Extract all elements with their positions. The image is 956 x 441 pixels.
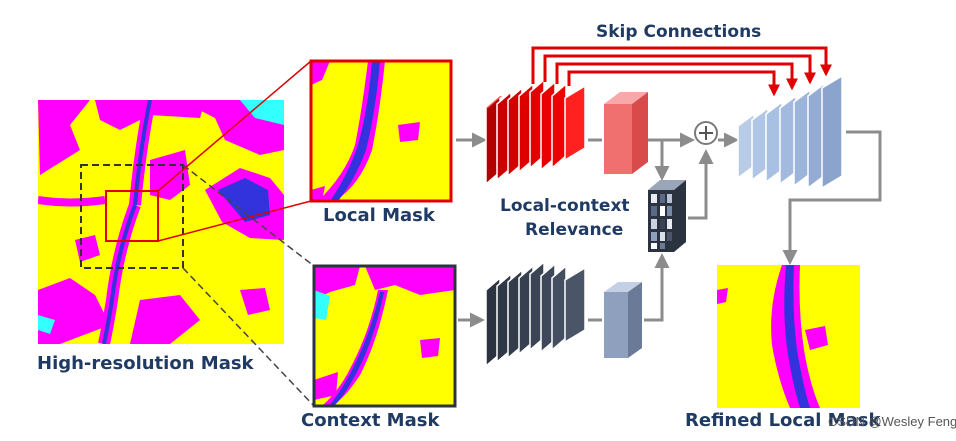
- context-mask-frame: [312, 264, 457, 408]
- local-encoder-stack: [485, 78, 586, 186]
- zoom-line-local-top: [157, 60, 312, 192]
- zoom-line-context-top: [182, 164, 315, 267]
- relevance-matrix: [648, 180, 686, 252]
- zoom-line-local-bottom: [157, 200, 312, 242]
- high-resolution-mask-label: High-resolution Mask: [37, 353, 254, 374]
- context-mask-label: Context Mask: [301, 410, 440, 431]
- local-feature-block: [604, 92, 648, 174]
- arrow-matrix-to-sum: [688, 149, 714, 220]
- context-mask-image: [314, 266, 455, 406]
- zoom-line-context-bottom: [182, 267, 315, 407]
- local-mask-image: [311, 61, 451, 201]
- plus-circle-icon: [694, 121, 718, 145]
- arrow-local-feature-to-matrix: [648, 138, 670, 181]
- watermark-text: CSDN @Wesley Feng: [828, 414, 956, 429]
- skip-connections-label: Skip Connections: [596, 22, 762, 42]
- arrow-context-feature-to-matrix: [644, 253, 670, 322]
- high-resolution-mask-image: [38, 100, 284, 344]
- skip-connection-arrows: [531, 46, 832, 97]
- local-context-label-line2: Relevance: [525, 220, 624, 240]
- refined-local-mask-label: Refined Local Mask: [685, 410, 881, 431]
- refined-local-mask-image: [717, 265, 860, 408]
- arrow-decoder-to-output: [782, 130, 882, 265]
- local-mask-label: Local Mask: [323, 205, 435, 226]
- local-region-box: [105, 190, 159, 242]
- decoder-stack: [737, 74, 843, 190]
- context-feature-block: [604, 282, 642, 358]
- context-region-box: [80, 164, 184, 269]
- context-encoder-stack: [485, 260, 586, 368]
- local-mask-frame: [309, 59, 453, 203]
- local-context-label-line1: Local-context: [500, 196, 630, 216]
